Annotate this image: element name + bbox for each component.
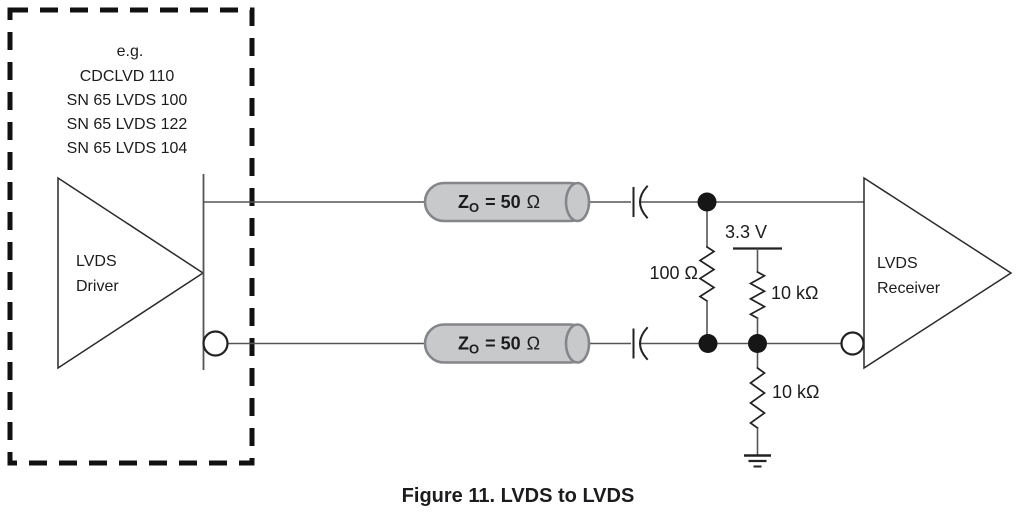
z0-symbol: Z [458,192,469,212]
coupling-capacitor-bottom [632,326,649,361]
inversion-bubble-receiver [840,331,865,356]
driver-label-line1: LVDS [76,253,117,270]
receiver-label-line2: Receiver [877,280,941,297]
z0-subscript: O [469,342,479,357]
z0-value: = 50 [485,334,521,354]
z0-value: = 50 [485,192,521,212]
driver-example-item: SN 65 LVDS 100 [67,92,188,109]
z0-label-bottom: ZO = 50 Ω [458,334,540,357]
transmission-line-bottom: ZO = 50 Ω [423,323,591,364]
receiver-label-line1: LVDS [877,255,918,272]
driver-example-item: SN 65 LVDS 122 [67,116,188,133]
z0-label-top: ZO = 50 Ω [458,192,540,215]
lvds-driver-symbol: LVDS Driver [57,174,229,370]
z0-symbol: Z [458,334,469,354]
driver-example-item: SN 65 LVDS 104 [67,140,188,157]
pullup-resistor-label: 10 kΩ [771,283,818,303]
driver-example-list: e.g. CDCLVD 110 SN 65 LVDS 100 SN 65 LVD… [67,43,188,157]
bias-network-pulldown: 10 kΩ [744,343,819,468]
junction-dot [697,192,717,212]
coupling-capacitor-top [632,185,649,219]
driver-example-item: CDCLVD 110 [80,68,175,85]
examples-heading: e.g. [117,43,144,60]
lvds-receiver-symbol: LVDS Receiver [840,176,1013,370]
driver-examples-box [7,7,255,466]
junction-dot [698,334,718,353]
inversion-bubble-driver [202,330,229,357]
supply-voltage-label: 3.3 V [725,222,767,242]
figure-caption: Figure 11. LVDS to LVDS [402,485,635,507]
z0-subscript: O [469,200,479,215]
z0-unit: Ω [527,334,540,354]
z0-unit: Ω [527,192,540,212]
junction-dot [748,334,767,353]
bias-network-pullup: 3.3 V 10 kΩ [725,222,818,344]
termination-resistor-label: 100 Ω [650,263,699,283]
driver-label-line2: Driver [76,278,119,295]
transmission-line-top: ZO = 50 Ω [423,181,591,223]
pulldown-resistor-label: 10 kΩ [772,382,819,402]
termination-resistor-100ohm: 100 Ω [650,202,716,344]
ground-symbol [744,454,771,468]
